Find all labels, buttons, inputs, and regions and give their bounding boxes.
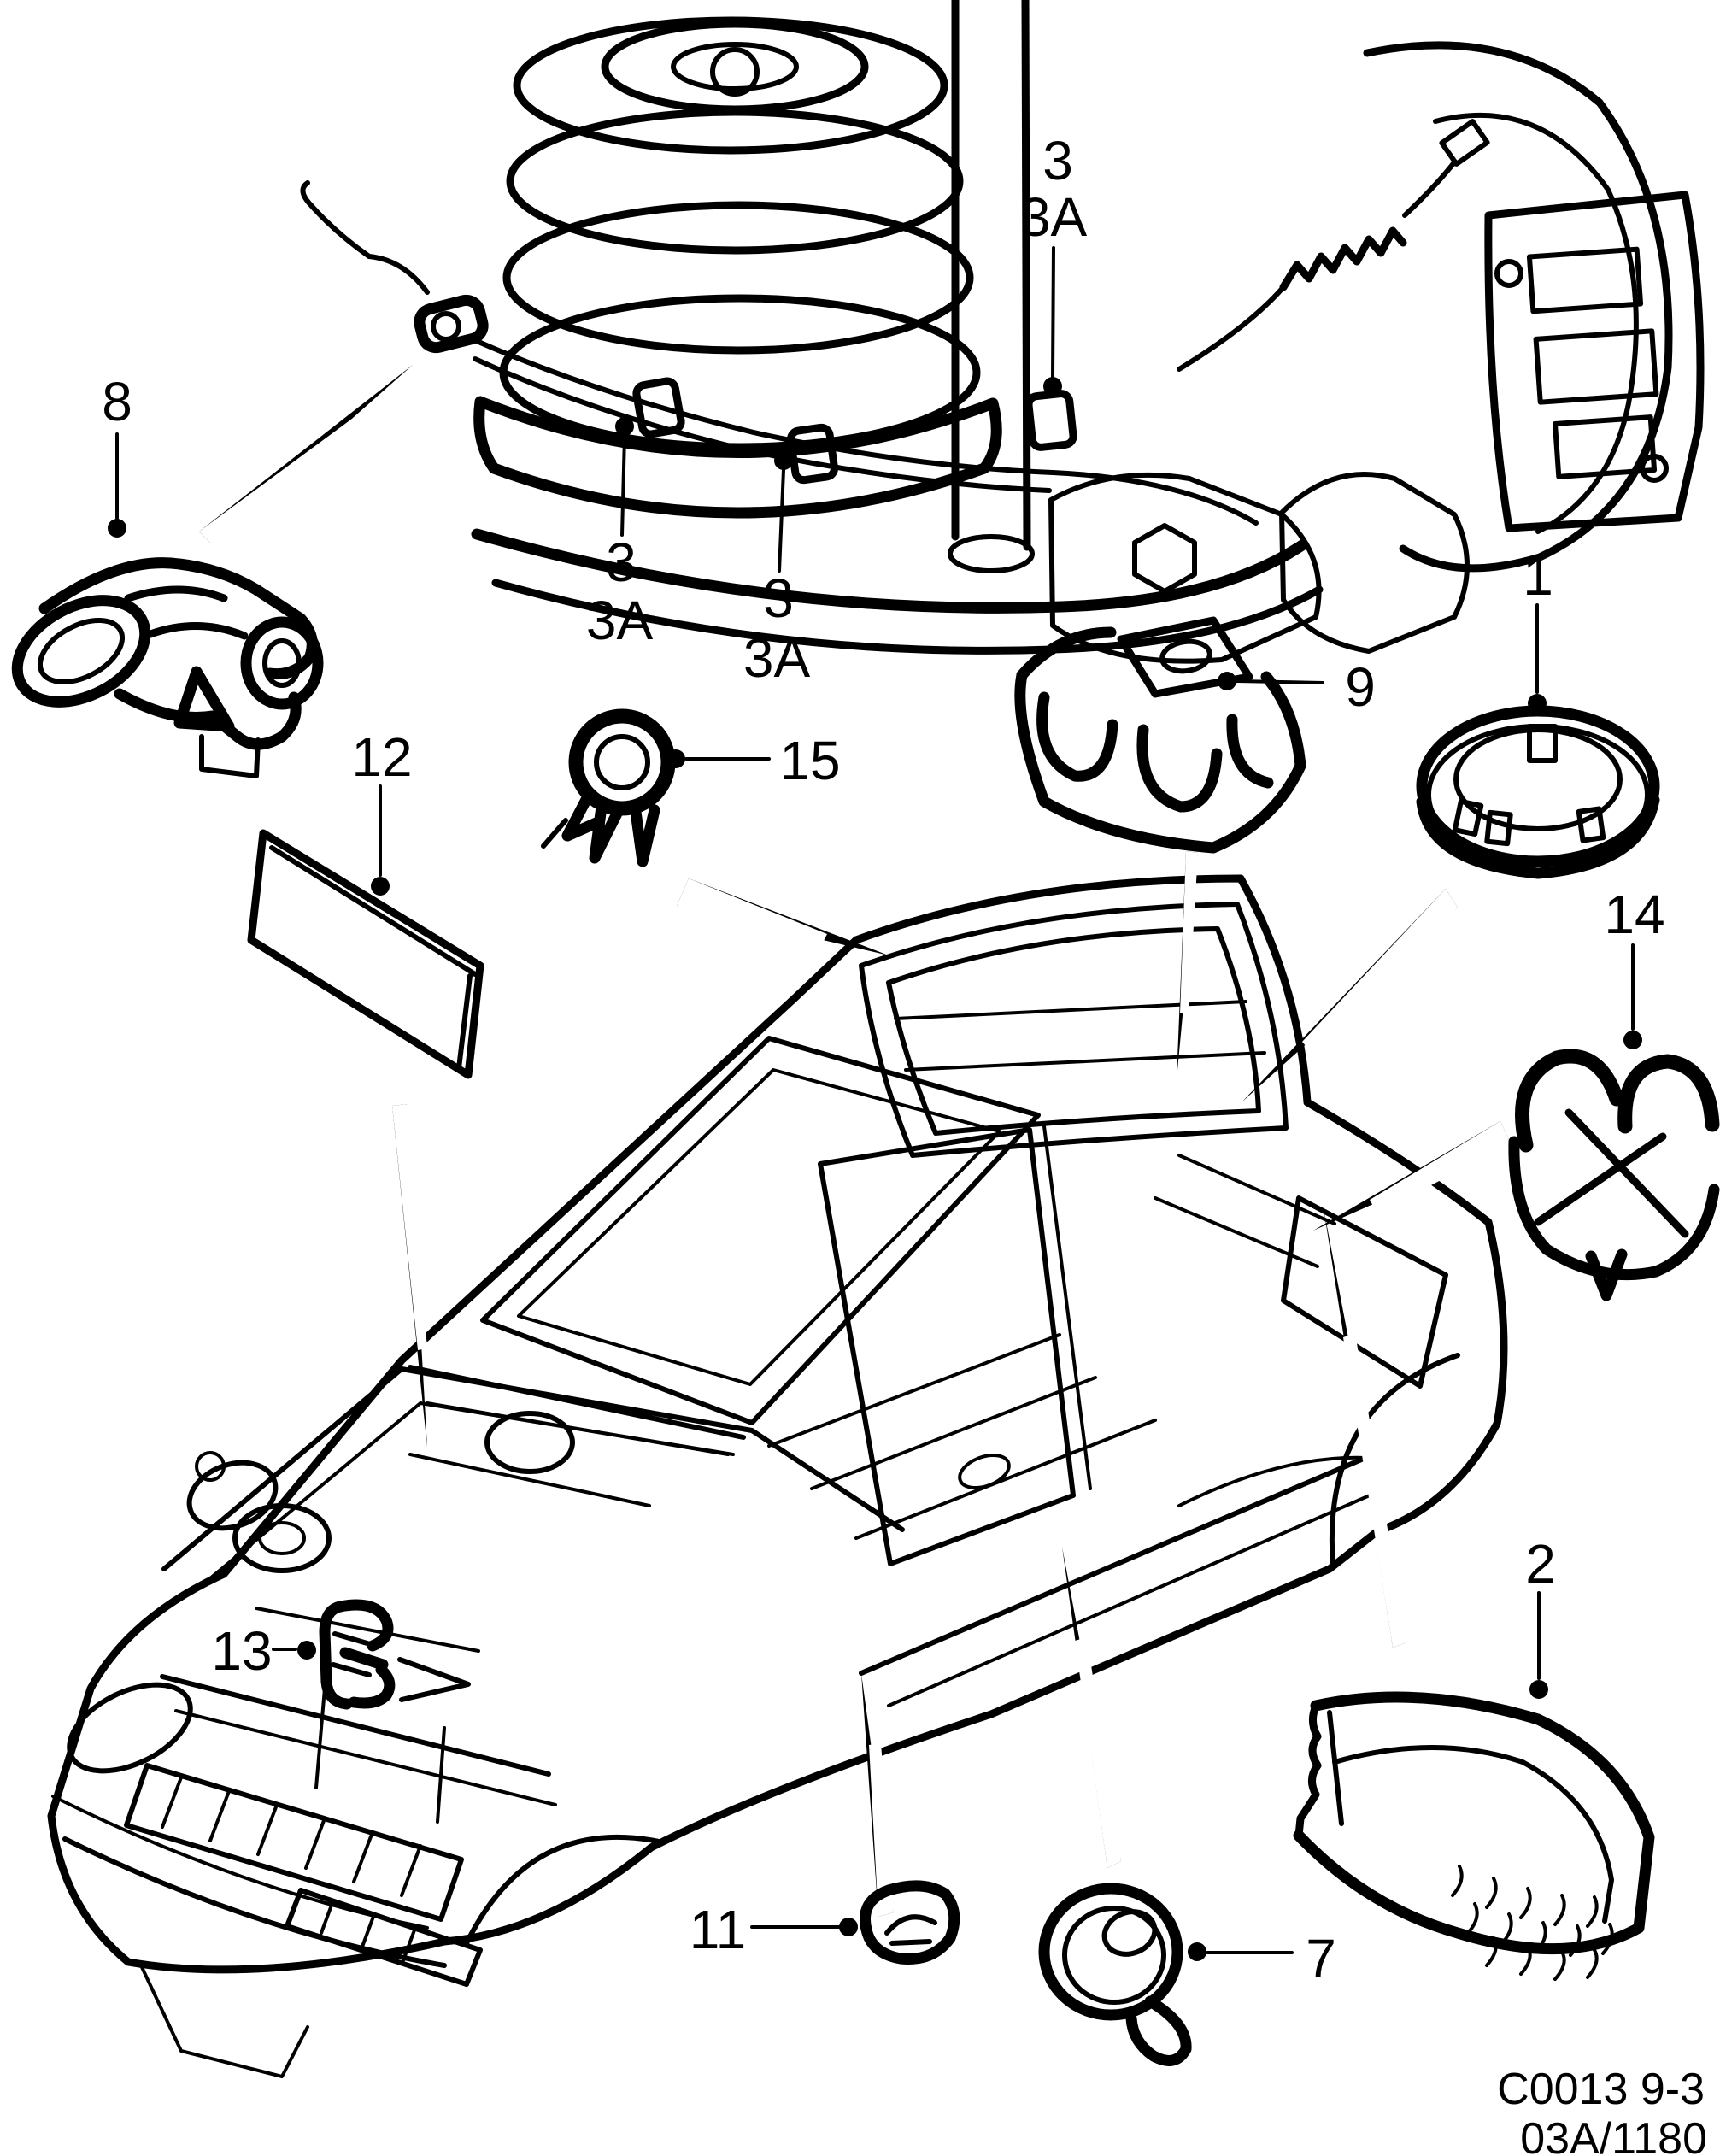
figure-page-code: 03A/1180 [1520,2114,1707,2156]
callout-3a-left-label: 3A [586,590,654,651]
callout-14-dot [1623,1031,1642,1049]
callout-12-dot [371,877,390,896]
pointer-sill-to-part7 [1062,1547,1121,1868]
callout-9-leader [1236,679,1324,684]
callout-3-left-leader [620,434,626,537]
callout-3a-top-label: 3A [1020,186,1088,248]
part-1-grommet-ring [1416,705,1660,879]
part-9-pipe-clamp [1014,616,1306,854]
part-8-conduit-clip [11,557,324,778]
callout-11-label: 11 [690,1899,746,1960]
callout-3-mid-leader [778,468,785,573]
pointer-part1-to-c-pillar [1242,889,1458,1102]
installation-pointers [199,365,1511,1917]
harness-clip-3-right [1024,390,1077,451]
pointer-part8-to-harness [199,365,413,543]
callout-15-dot [666,749,685,768]
callout-13-dot [297,1641,316,1660]
callout-14-label: 14 [1604,884,1664,945]
pointer-part14-to-rear-quarter [1313,1121,1511,1231]
callouts: 8 3 3A 3 3A 3 3A 15 9 1 12 1 [102,130,1664,1989]
callout-9-label: 9 [1345,656,1376,718]
part-7-push-pin [1038,1883,1192,2066]
rear-suspension-assembly [300,0,1705,664]
callout-13-label: 13 [211,1620,272,1682]
callout-3-mid-label: 3 [763,567,794,629]
car-body-shell [47,874,1508,2078]
callout-3-left-dot [615,417,634,436]
callout-7-dot [1188,1942,1206,1961]
callout-9-dot [1218,672,1236,690]
pointer-body-to-part2 [1324,1208,1406,1648]
part-15-expansion-clip [541,708,676,867]
callout-3-top-label: 3 [1042,130,1073,191]
part-13-edge-clip [319,1599,396,1710]
pointer-part9-to-roof [1177,851,1198,1079]
part-12-insulation-pad [247,829,484,1079]
callout-15-label: 15 [779,730,840,791]
figure-doc-code: C0013 9-3 [1497,2065,1705,2114]
part-14-double-loop-clip [1508,1049,1720,1301]
pointer-part15-to-windshield-header [677,878,889,955]
pointer-sill-to-part11 [861,1673,894,1917]
callout-3a-top-dot [1043,377,1062,396]
part-11-spring-clip [860,1880,960,1965]
callout-2-label: 2 [1525,1533,1556,1595]
callout-1-dot [1528,694,1547,713]
callout-2-dot [1529,1680,1548,1699]
callout-11-dot [839,1918,858,1936]
part-2-sealing-strip [1293,1691,1655,1981]
callout-1-label: 1 [1523,545,1553,607]
callout-3-mid-dot [774,451,793,470]
callout-7-label: 7 [1306,1928,1336,1989]
callout-8-label: 8 [102,371,132,432]
callout-3-left-label: 3 [606,532,637,593]
part13-direction-arrow [397,1657,471,1702]
pointer-part12-to-cowl [392,1104,427,1448]
callout-12-label: 12 [351,726,412,788]
callout-8-dot [108,519,126,538]
harness-clip-3-middle [786,423,839,485]
harness-clip-3-left [632,377,685,438]
callout-3a-mid-label: 3A [743,627,811,689]
figure-caption: C0013 9-3 03A/1180 [1497,2065,1707,2156]
callout-3a-top-leader [1051,246,1055,379]
